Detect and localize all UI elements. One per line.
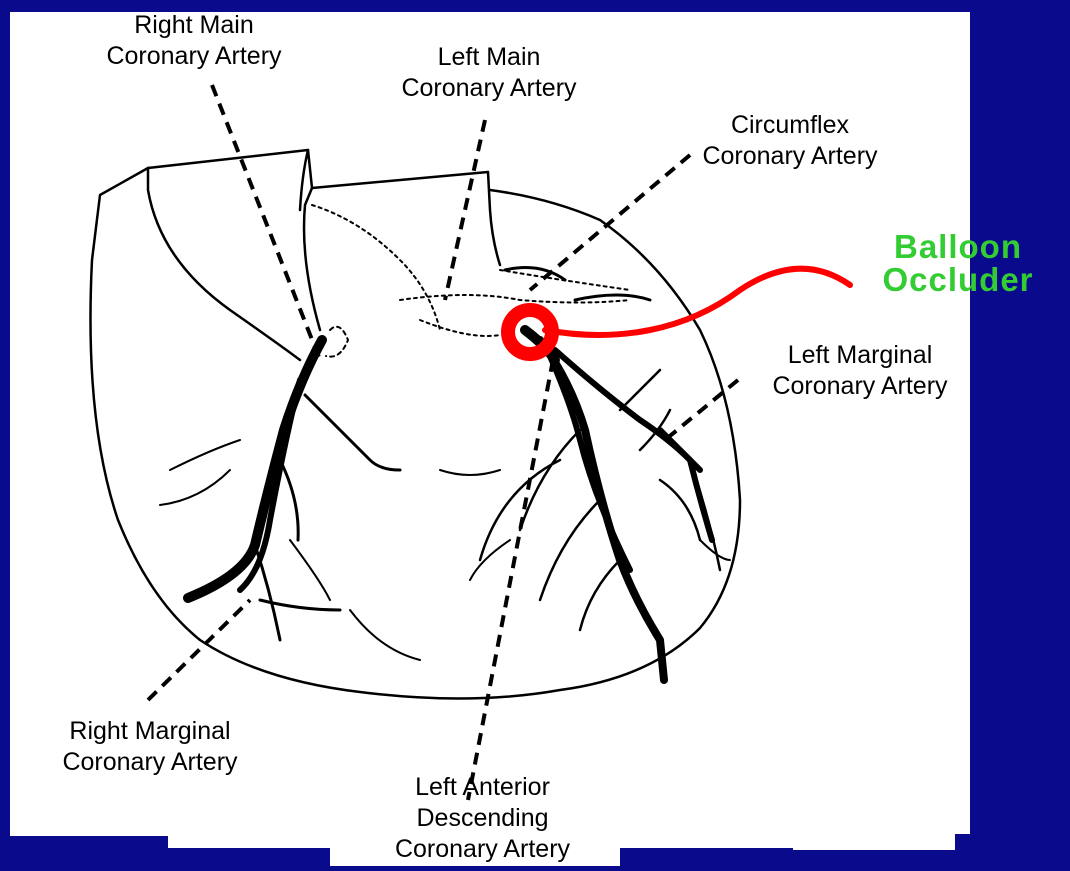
label-left-anterior-descending-coronary-artery: Left Anterior Descending Coronary Artery [360, 772, 605, 865]
